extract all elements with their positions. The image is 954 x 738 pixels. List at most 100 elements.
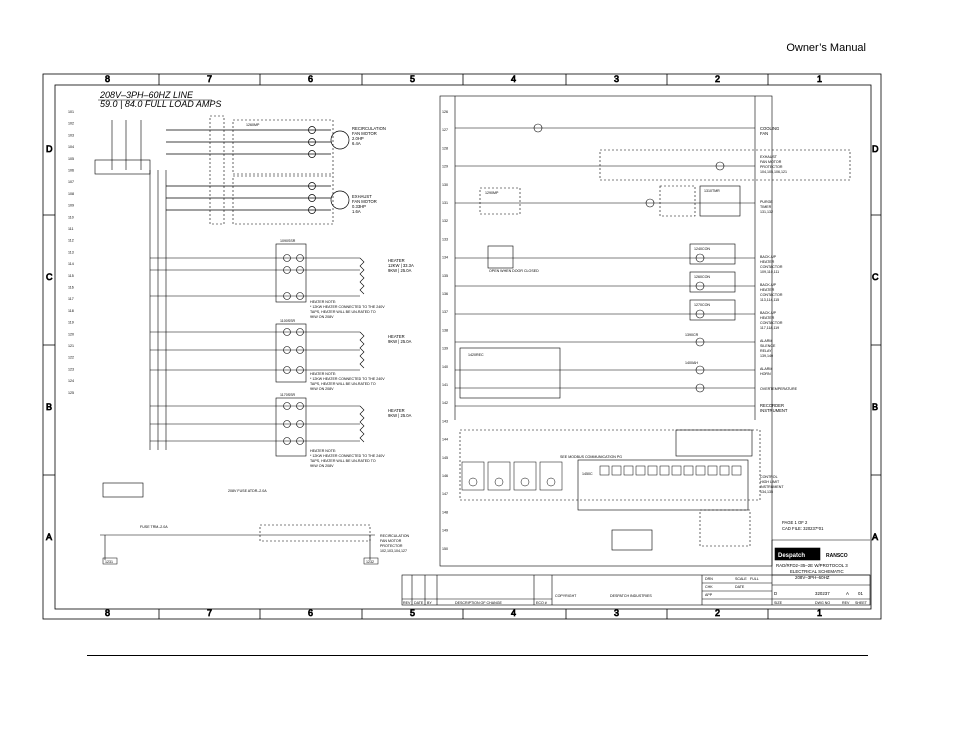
rung-136: 136 bbox=[442, 292, 448, 296]
heater2-label-0: HEATER bbox=[388, 334, 405, 339]
rung-112: 112 bbox=[68, 239, 74, 243]
heater-note-c-0: HEATER NOTE: bbox=[310, 449, 336, 453]
rung-150: 150 bbox=[442, 547, 448, 551]
rung-122: 122 bbox=[68, 356, 74, 360]
purge-1: TIMER bbox=[760, 205, 772, 209]
page-header: Owner’s Manual bbox=[786, 42, 866, 54]
copyright: COPYRIGHT bbox=[555, 594, 577, 598]
instrument-terminal bbox=[671, 465, 682, 476]
sheet-value: 01 bbox=[858, 591, 863, 596]
page-note-1: CAD FILE: 320237*01 bbox=[782, 526, 824, 531]
heater-terminal-1-2 bbox=[283, 366, 291, 374]
comp-1240con: 1240CON bbox=[694, 247, 710, 251]
instrument-terminal bbox=[635, 465, 646, 476]
rung-145: 145 bbox=[442, 456, 448, 460]
rung-101: 101 bbox=[68, 110, 74, 114]
instrument-terminal bbox=[707, 465, 718, 476]
sensor-terminal bbox=[494, 477, 504, 487]
right-labels: COOLING FAN EXHAUST FAN MOTOR PROTECTOR … bbox=[246, 123, 824, 531]
rung-115: 115 bbox=[68, 274, 74, 278]
industries: DESPATCH INDUSTRIES bbox=[610, 594, 652, 598]
alarm-silence-3: 139,140 bbox=[760, 354, 773, 358]
exh-prot-3: 104,105,106,121 bbox=[760, 170, 787, 174]
zone-bottom-7: 7 bbox=[207, 608, 212, 618]
zone-left-A: A bbox=[46, 532, 52, 542]
heater-note-b-2: TAPS, HEATER WILL BE UN-RATED TO bbox=[310, 382, 376, 386]
exh-prot-2: PROTECTOR bbox=[760, 165, 783, 169]
backup1-1: HEATER bbox=[760, 260, 775, 264]
sensor-terminal bbox=[520, 477, 530, 487]
rung-121: 121 bbox=[68, 344, 74, 348]
sensor-block bbox=[461, 461, 485, 491]
rev-value: A bbox=[846, 591, 849, 596]
rev-col-rev: REV bbox=[403, 601, 411, 605]
exhaust-terminal bbox=[308, 194, 316, 202]
heater-note-c-1: * 12KW HEATER CONNECTED TO THE 240V bbox=[310, 454, 385, 458]
title-block bbox=[401, 539, 871, 606]
heater-terminal-0-2-b bbox=[296, 292, 304, 300]
rung-120: 120 bbox=[68, 332, 74, 336]
heater-terminal-0-1-b bbox=[296, 266, 304, 274]
heater-rows bbox=[150, 254, 365, 445]
cooling-fan-0: COOLING bbox=[760, 126, 779, 131]
zone-bottom-1: 1 bbox=[817, 608, 822, 618]
heater1-label-2: 9KW | 25.0A bbox=[388, 268, 412, 273]
term-right: 1232 bbox=[366, 560, 374, 564]
rung-103: 103 bbox=[68, 133, 74, 137]
heater2-label-1: 9KW | 25.0A bbox=[388, 339, 412, 344]
tb-label-scale: SCALE bbox=[735, 577, 747, 581]
recirc-terminal bbox=[308, 126, 316, 134]
heater-note-a-1: * 12KW HEATER CONNECTED TO THE 240V bbox=[310, 305, 385, 309]
instrument-terminal bbox=[599, 465, 610, 476]
zone-top-1: 1 bbox=[817, 74, 822, 84]
heater-element-2 bbox=[359, 405, 365, 443]
size-value: D bbox=[774, 591, 777, 596]
instrument-terminal bbox=[731, 465, 742, 476]
exhaust-motor-label-2: 0.33HP bbox=[352, 204, 366, 209]
control-rungs bbox=[455, 127, 755, 407]
alarm-silence-2: RELAY bbox=[760, 349, 772, 353]
heater-terminal-0-1 bbox=[283, 266, 291, 274]
rung-numbers-right: 1261271281291301311321331341351361371381… bbox=[442, 110, 448, 551]
rung-134: 134 bbox=[442, 256, 448, 260]
heater-note-a-3: 9KW ON 208V bbox=[310, 315, 334, 319]
rung-147: 147 bbox=[442, 492, 448, 496]
desc-line3: 208V–3PH–60HZ bbox=[795, 575, 830, 580]
tb-label-date: DATE bbox=[735, 585, 745, 589]
rung-142: 142 bbox=[442, 401, 448, 405]
dwg-no-value: 320237 bbox=[815, 591, 830, 596]
zone-right-C: C bbox=[872, 272, 879, 282]
control-2: INSTRUMENT bbox=[760, 485, 784, 489]
heater-terminal-2-2-b bbox=[296, 437, 304, 445]
comp-1400ah: 1400AH bbox=[685, 361, 698, 365]
rung-118: 118 bbox=[68, 309, 74, 313]
recirc-motor-label-1: FAN MOTOR bbox=[352, 131, 377, 136]
tb-label-app: APP bbox=[705, 593, 713, 597]
backup2-2: CONTACTOR bbox=[760, 293, 783, 297]
rung-133: 133 bbox=[442, 237, 448, 241]
heater-note-a-2: TAPS, HEATER WILL BE UN-RATED TO bbox=[310, 310, 376, 314]
zone-bottom-4: 4 bbox=[511, 608, 516, 618]
rung-144: 144 bbox=[442, 438, 448, 442]
scale-value: FULL bbox=[750, 577, 759, 581]
heater-terminal-1-1 bbox=[283, 346, 291, 354]
rung-113: 113 bbox=[68, 250, 74, 254]
rung-126: 126 bbox=[442, 110, 448, 114]
rung-109: 109 bbox=[68, 204, 74, 208]
tb-label-drn: DRN bbox=[705, 577, 713, 581]
left-section-wiring bbox=[94, 115, 375, 560]
zone-bottom-3: 3 bbox=[614, 608, 619, 618]
instrument-terminal bbox=[611, 465, 622, 476]
exhaust-terminal bbox=[308, 206, 316, 214]
sensor-block bbox=[539, 461, 563, 491]
fuse-top-label: FUSE TRM–2.0A bbox=[140, 525, 168, 529]
zone-top-4: 4 bbox=[511, 74, 516, 84]
rung-numbers-left: 1011021031041051061071081091101111121131… bbox=[68, 110, 74, 395]
tb-label-rev: REV bbox=[842, 601, 850, 605]
rung-128: 128 bbox=[442, 146, 448, 150]
cooling-fan-1: FAN bbox=[760, 131, 768, 136]
heater-note-b-0: HEATER NOTE: bbox=[310, 372, 336, 376]
recirc-terminal bbox=[308, 150, 316, 158]
contactor-1: 1090SSR bbox=[280, 239, 296, 243]
rung-107: 107 bbox=[68, 180, 74, 184]
